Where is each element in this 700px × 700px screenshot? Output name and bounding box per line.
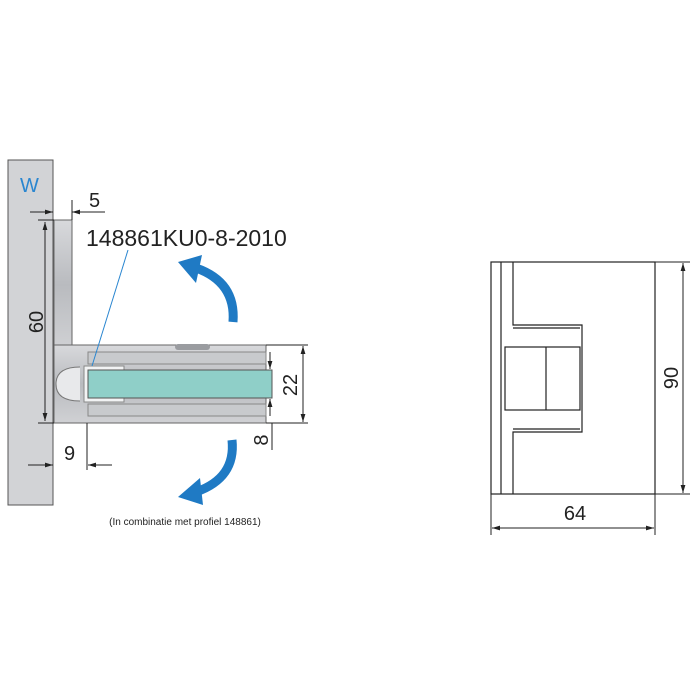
dim-front-width-label: 64 [564, 503, 586, 525]
part-number-label: 148861KU0-8-2010 [86, 225, 287, 251]
rotation-arrow-down-icon [178, 439, 237, 505]
side-view: W 5 148861KU0-8-2010 60 9 22 [7, 159, 308, 528]
front-view [490, 261, 690, 535]
bracket-wall-plate [53, 219, 73, 351]
profile-seal [55, 366, 81, 402]
caption: (In combinatie met profiel 148861) [109, 517, 261, 528]
hinge-outline [490, 261, 656, 495]
dim-height-label: 60 [26, 311, 48, 333]
dim-front-height-label: 90 [661, 367, 683, 389]
clamp-screw [175, 344, 210, 350]
dim-top-label: 5 [89, 190, 100, 212]
part-number-leader [91, 249, 129, 367]
clamp-lower-jaw [87, 403, 267, 417]
glass-panel [87, 369, 273, 399]
hinge-pivot [504, 346, 581, 411]
clamp-upper-jaw [87, 351, 267, 365]
dim-glass-label: 8 [251, 434, 273, 445]
dim-clamp-label: 22 [280, 374, 302, 396]
wall-label: W [20, 175, 39, 197]
rotation-arrow-up-icon [178, 255, 238, 323]
dim-bottom-label: 9 [64, 443, 75, 465]
